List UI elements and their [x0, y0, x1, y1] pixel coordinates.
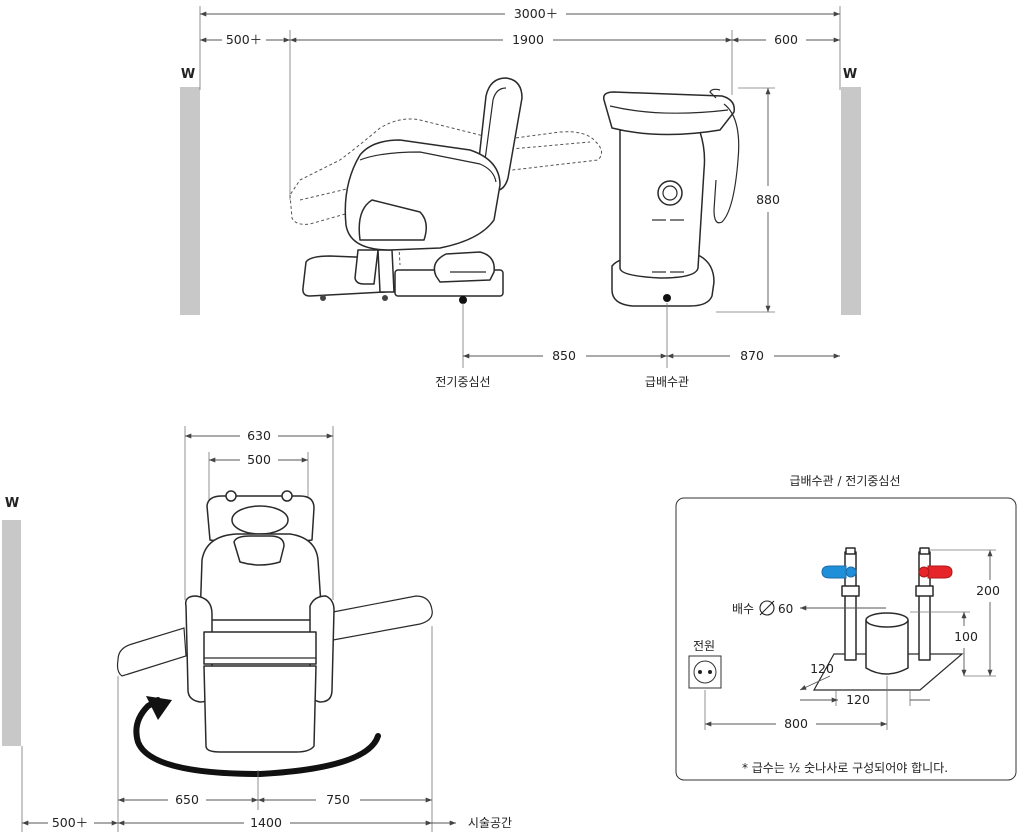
dim-drain-height: 100 — [954, 629, 978, 644]
pipe-detail: 급배수관 / 전기중심선 배수 60 200 100 — [675, 474, 1017, 781]
top-wall-label: W — [5, 496, 19, 511]
hot-valve-icon — [927, 565, 953, 579]
dim-center-distance: 850 — [552, 348, 576, 363]
dim-total-width: 3000＋ — [514, 6, 558, 21]
top-left-wall — [2, 520, 21, 746]
dim-left-clearance: 500＋ — [226, 32, 262, 47]
drain-label: 배수 — [732, 602, 754, 616]
shampoo-unit — [602, 88, 740, 307]
right-wall-label: W — [843, 67, 857, 82]
dim-unit-height: 880 — [756, 192, 780, 207]
top-view: W 630 500 — [2, 426, 512, 832]
dim-wall-distance: 870 — [740, 348, 764, 363]
label-water-pipe: 급배수관 — [645, 375, 689, 389]
dim-right-swing: 750 — [326, 792, 350, 807]
drain-size: 60 — [778, 602, 793, 616]
dim-left-swing: 650 — [175, 792, 199, 807]
top-chair — [184, 490, 335, 753]
dim-side-clearance: 500＋ — [52, 815, 88, 830]
power-label: 전원 — [693, 639, 715, 653]
dim-pipe-height: 200 — [976, 583, 1000, 598]
detail-note: * 급수는 ½ 숫나사로 구성되어야 합니다. — [742, 761, 948, 775]
dim-inner-width: 500 — [247, 452, 271, 467]
label-electric-center: 전기중심선 — [435, 375, 490, 389]
dim-outer-width: 630 — [247, 428, 271, 443]
side-chair — [302, 77, 523, 304]
dim-power-distance: 800 — [784, 716, 808, 731]
cold-valve-icon — [821, 565, 847, 579]
diameter-icon — [759, 600, 775, 616]
dim-pipe-gap-depth: 120 — [810, 661, 834, 676]
left-wall-label: W — [181, 67, 195, 82]
side-view: W W 3000＋ 500＋ 1900 600 — [180, 6, 861, 389]
right-wall — [841, 87, 861, 315]
dim-right-clearance: 600 — [774, 32, 798, 47]
dim-total-swing-width: 1400 — [250, 815, 282, 830]
detail-title: 급배수관 / 전기중심선 — [789, 474, 900, 488]
dim-chair-span: 1900 — [512, 32, 544, 47]
label-work-space: 시술공간 — [468, 816, 512, 830]
dim-pipe-gap-width: 120 — [846, 692, 870, 707]
left-wall — [180, 87, 200, 315]
